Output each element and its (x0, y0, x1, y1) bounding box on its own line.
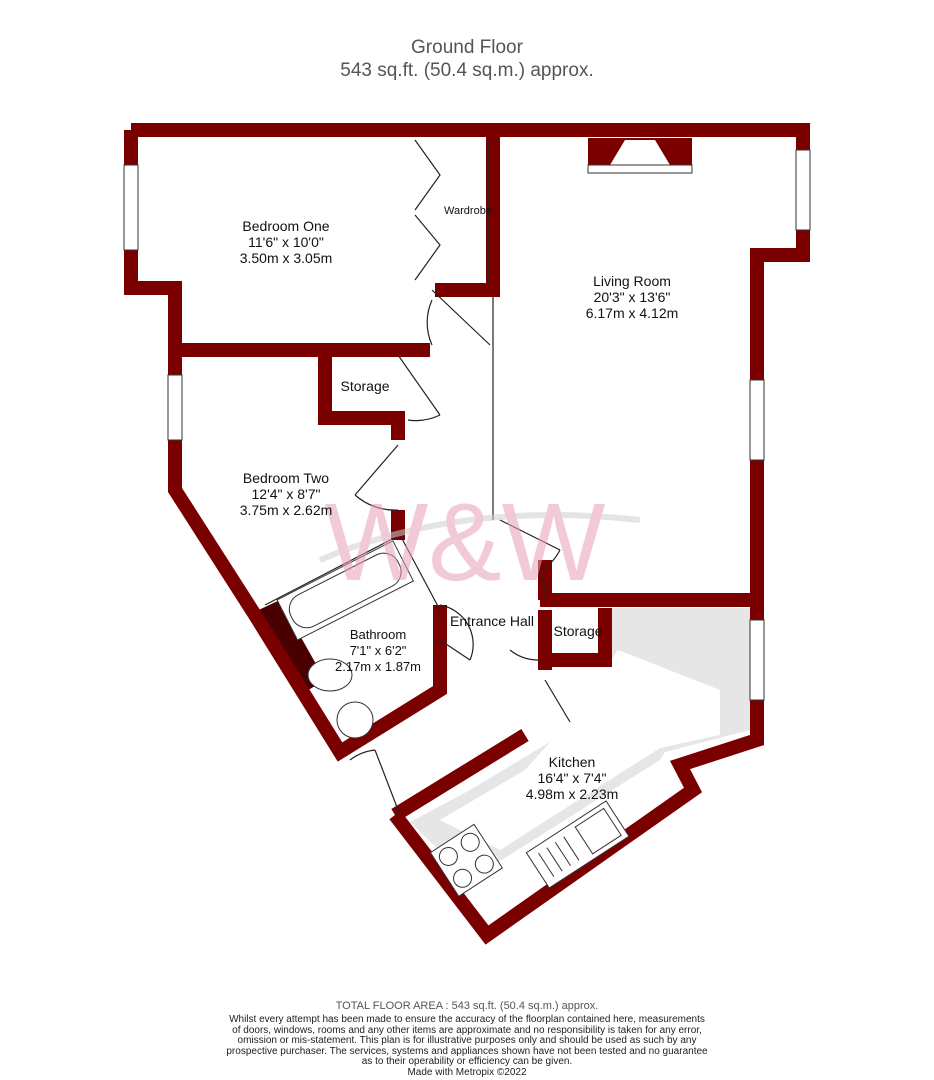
window (749, 379, 765, 461)
svg-text:W&W: W&W (324, 481, 605, 604)
disclaimer: Whilst every attempt has been made to en… (0, 1014, 934, 1078)
windows (123, 149, 811, 701)
kitchen-floor (440, 650, 720, 850)
room-size-metric: 6.17m x 4.12m (585, 305, 679, 321)
storage-label: Storage (553, 623, 603, 639)
window (123, 164, 139, 251)
disclaimer-line: omission or mis-statement. This plan is … (237, 1035, 697, 1046)
room-name: Bedroom Two (242, 470, 330, 486)
thin-lines (264, 139, 571, 816)
fireplace (587, 138, 693, 174)
entrance-hall-label: Entrance Hall (449, 613, 535, 629)
watermark-logo: W&W (318, 481, 641, 604)
room-size-metric: 2.17m x 1.87m (335, 659, 421, 674)
disclaimer-line: of doors, windows, rooms and any other i… (232, 1024, 702, 1036)
kitchen-sink (525, 800, 630, 889)
room-name: Living Room (593, 273, 671, 289)
floor-area: 543 sq.ft. (50.4 sq.m.) approx. (340, 60, 594, 81)
floor-title: Ground Floor (411, 37, 523, 58)
room-name: Bedroom One (242, 218, 330, 234)
disclaimer-line: prospective purchaser. The services, sys… (226, 1045, 708, 1057)
room-size-imperial: 11'6" x 10'0" (248, 234, 324, 250)
room-size-metric: 3.75m x 2.62m (239, 502, 333, 518)
storage-label: Storage (340, 378, 390, 394)
room-size-imperial: 12'4" x 8'7" (251, 486, 321, 502)
sink (336, 701, 374, 739)
hob (429, 823, 504, 897)
window (749, 619, 765, 701)
stair-block (250, 600, 325, 695)
window (167, 374, 183, 441)
room-name: Kitchen (548, 754, 596, 770)
bathtub (276, 540, 415, 641)
room-size-imperial: 16'4" x 7'4" (537, 770, 607, 786)
window (795, 149, 811, 231)
total-floor-area: TOTAL FLOOR AREA : 543 sq.ft. (50.4 sq.m… (335, 1000, 599, 1012)
room-name: Bathroom (349, 627, 407, 642)
disclaimer-line: as to their operability or efficiency ca… (361, 1056, 573, 1067)
disclaimer-line: Whilst every attempt has been made to en… (229, 1014, 705, 1025)
room-size-metric: 3.50m x 3.05m (239, 250, 333, 266)
toilet (307, 658, 353, 692)
room-size-imperial: 7'1" x 6'2" (349, 643, 407, 658)
room-size-metric: 4.98m x 2.23m (525, 786, 619, 802)
room-size-imperial: 20'3" x 13'6" (593, 289, 671, 305)
credit: Made with Metropix ©2022 (407, 1066, 527, 1078)
wardrobe-label: Wardrobe (444, 205, 492, 217)
